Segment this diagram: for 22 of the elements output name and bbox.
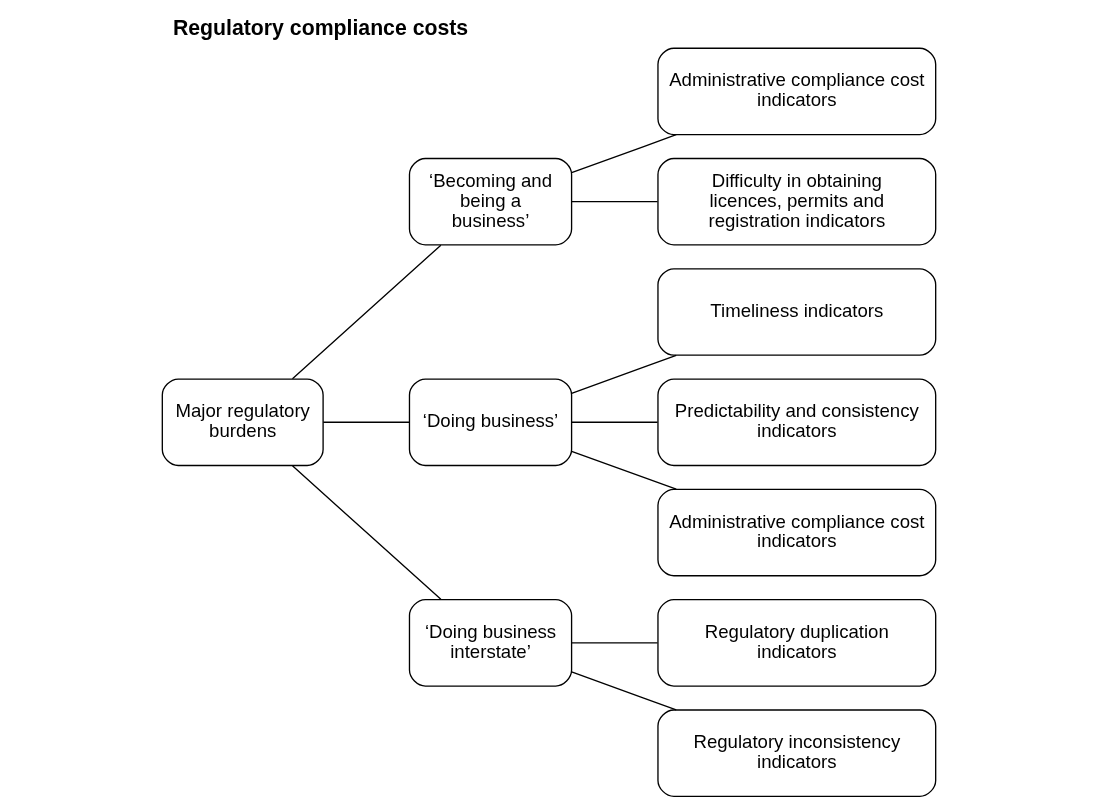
node-box: Regulatory duplication indicators xyxy=(657,599,937,687)
node-box: Difficulty in obtaining licences, permits and registration indicators xyxy=(657,157,937,246)
connector xyxy=(322,421,411,423)
connector xyxy=(570,450,677,490)
node-box: ‘Becoming and being a business’ xyxy=(408,157,573,246)
diagram-title: Regulatory compliance costs xyxy=(172,15,469,40)
node-box: Regulatory inconsistency indicators xyxy=(657,709,937,797)
connector xyxy=(570,354,677,394)
node-box: ‘Doing business’ xyxy=(408,378,573,467)
node-box: Major regulatory burdens xyxy=(161,378,324,467)
node-box: Administrative compliance cost indicators xyxy=(657,488,937,577)
node-box: ‘Doing business interstate’ xyxy=(408,599,573,687)
connector xyxy=(570,642,659,644)
node-box: Administrative compliance cost indicators xyxy=(657,47,937,136)
node-box: Predictability and consistency indicators xyxy=(657,378,937,467)
connector xyxy=(570,671,677,711)
connector xyxy=(570,421,659,423)
connector xyxy=(570,134,677,174)
connector xyxy=(570,201,659,203)
connector xyxy=(291,465,442,601)
node-box: Timeliness indicators xyxy=(657,268,937,356)
connector xyxy=(291,244,442,380)
